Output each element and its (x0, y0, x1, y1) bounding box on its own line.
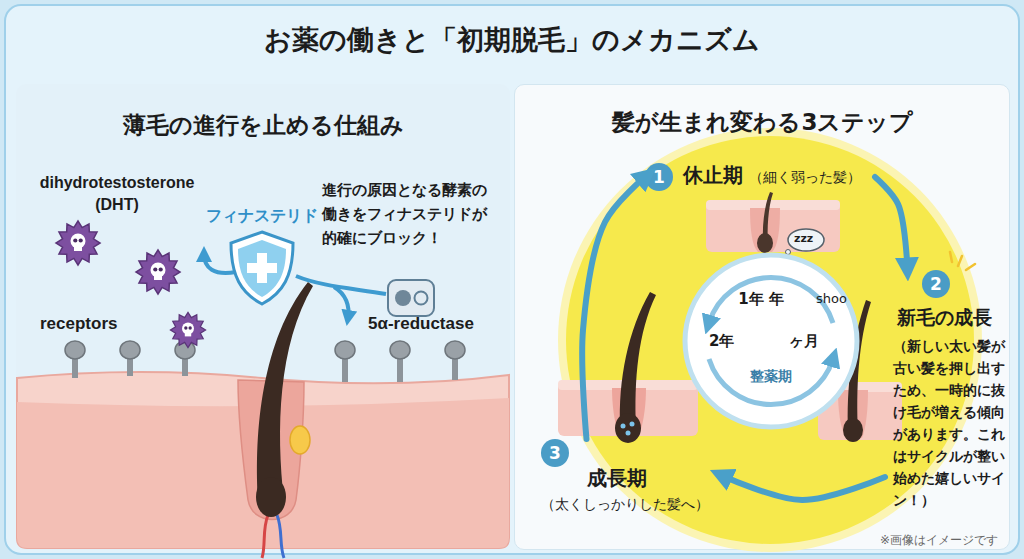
receptor-head (390, 341, 410, 359)
enzyme-icon (388, 280, 434, 316)
growth-dot (626, 431, 631, 436)
diagram-title: お薬の働きと「初期脱毛」のメカニズム (0, 22, 1024, 58)
clock-label: ヶ月 (789, 331, 819, 351)
clock-circle: 1年 年ヶ月 2年整薬期 (679, 249, 863, 433)
frame (5, 5, 1019, 554)
hair-bulb (615, 413, 641, 443)
receptor-head (65, 341, 85, 359)
part-label: receptors (40, 313, 117, 336)
drug-label: フィナステリド (200, 205, 324, 227)
molecule-label: dihydrotestosterone (DHT) (22, 172, 212, 215)
step-note: （太くしっかりした髪へ） (541, 495, 709, 514)
cycle-arrow (709, 359, 833, 404)
enzyme-part (395, 290, 411, 306)
hair-bulb (843, 418, 863, 442)
blood-vessel (262, 515, 268, 558)
receptor-head (120, 341, 140, 359)
sleep-bubble (786, 250, 791, 255)
clock-outline (679, 249, 863, 433)
cycle-arrow (875, 177, 907, 267)
clock-label: 整薬期 (721, 367, 821, 386)
receptor-head (445, 341, 465, 359)
step-heading: 休止期 (683, 162, 743, 189)
panel-heading: 髪が生まれ変わる3ステップ (515, 107, 1011, 138)
blood-vessel (277, 515, 284, 558)
shield-cross (247, 263, 277, 273)
sebaceous-gland (290, 426, 310, 454)
sleep-bubble (788, 229, 824, 251)
hair-bulb (757, 233, 773, 253)
callout-number: 1 (645, 163, 673, 191)
growth-dot (621, 424, 626, 429)
step-heading: 新毛の成長 (897, 305, 992, 331)
callout-note: 進行の原因となる酵素の働きをフィナステリドが的確にブロック！ (322, 178, 500, 250)
motion-label: shoo (816, 290, 847, 308)
cycle-arrow (723, 476, 885, 500)
step-note: （新しい太い髪が古い髪を押し出すため、一時的に抜け毛が増える傾向があります。これ… (893, 335, 1007, 511)
clock-label: 2年 (709, 331, 734, 351)
receptor-head (335, 341, 355, 359)
step-heading: 成長期 (587, 465, 647, 492)
callout-number: 3 (541, 439, 569, 467)
hair-bulb (256, 477, 286, 517)
cycle-step: 2 新毛の成長 （新しい太い髪が古い髪を押し出すため、一時的に抜け毛が増える傾向があ… (885, 267, 1009, 517)
enzyme-part (415, 292, 428, 305)
panel-heading: 薄毛の進行を止める仕組み (16, 110, 510, 141)
sleep-mark: zzz (794, 232, 813, 247)
cycle-arrow (709, 278, 833, 323)
cycle-step: 3 成長期 （太くしっかりした髪へ） (541, 439, 723, 521)
shield-inner (238, 240, 286, 297)
part-label: 5α-reductase (368, 313, 474, 336)
callout-number: 2 (922, 270, 950, 298)
cycle-step: 1 休止期 （細く弱った髪） (645, 161, 875, 193)
clock-face (685, 255, 857, 427)
growth-dot (630, 422, 635, 427)
skin-layer (706, 200, 840, 252)
clock-label: 1年 年 (711, 289, 811, 309)
hair-strand (620, 292, 656, 428)
note-label: ※画像はイメージです (880, 532, 998, 548)
step-note: （細く弱った髪） (749, 168, 861, 187)
